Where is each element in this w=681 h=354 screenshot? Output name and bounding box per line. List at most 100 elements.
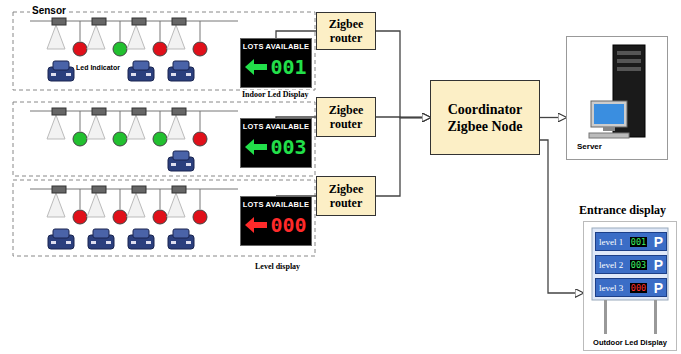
sign-board (592, 228, 668, 300)
sensor-beam (87, 193, 105, 217)
led-indicator (113, 132, 127, 146)
coord-box: Coordinator Zigbee Node (430, 80, 540, 155)
led-indicator-label: Led Indicator (76, 64, 120, 71)
led-wire (80, 189, 81, 209)
sensor-symbol (52, 186, 66, 193)
entr-box: Entrance displayOutdoor Led Displaylevel… (583, 203, 677, 351)
node-text: Zigbee router (320, 103, 372, 131)
car-roof (53, 229, 69, 238)
sensor-beam (127, 25, 145, 49)
node-text: Zigbee router (320, 17, 372, 45)
car-roof (173, 151, 189, 160)
led-indicator (73, 132, 87, 146)
sensor-beam (47, 193, 65, 217)
led-indicator (193, 210, 207, 224)
led-wire (160, 189, 161, 209)
sensor-symbol (132, 18, 146, 25)
sensor-beam (127, 193, 145, 217)
car-light (186, 73, 191, 76)
sensor-symbol (172, 108, 186, 115)
level-panel (13, 12, 315, 90)
car-light (66, 73, 71, 76)
car-light (171, 73, 176, 76)
led-wire (200, 189, 201, 209)
server-illustration (567, 37, 667, 159)
sensor-symbol (132, 186, 146, 193)
led-wire (160, 111, 161, 131)
sensor-symbol (92, 18, 106, 25)
sensor-label: Sensor (30, 5, 68, 16)
connector (376, 31, 430, 118)
lot-count: 003 (270, 135, 306, 159)
arrow-symbol (245, 139, 267, 155)
car-roof (93, 229, 109, 238)
led-wire (200, 111, 201, 131)
sensor-beam (47, 25, 65, 49)
server-label: Server (577, 142, 602, 151)
level-panel (13, 102, 315, 176)
car-light (186, 241, 191, 244)
car-light (131, 73, 136, 76)
parking-symbol: P (654, 280, 663, 296)
drive-bay (617, 67, 641, 71)
sensor-symbol (92, 108, 106, 115)
connector (540, 117, 566, 118)
sensor-symbol (172, 186, 186, 193)
display-row: 003 (245, 135, 306, 159)
entrance-heading: Entrance display (579, 203, 666, 218)
level-display-label: Level display (255, 262, 300, 271)
led-indicator (153, 210, 167, 224)
car-light (171, 163, 176, 166)
car-light (51, 73, 56, 76)
row-box: level 2003P (595, 255, 667, 274)
keyboard (589, 133, 629, 138)
sensor-symbol (172, 18, 186, 25)
monitor (591, 101, 627, 127)
level-name: level 2 (599, 260, 623, 270)
car-light (146, 73, 151, 76)
monitor-screen (594, 104, 624, 124)
indoor-display-label: Indoor Led Display (240, 90, 311, 99)
level-count: 000 (630, 283, 647, 293)
monitor-stand (603, 127, 615, 131)
display-row: 000 (245, 213, 306, 237)
level-panel (13, 180, 315, 256)
display-caption: LOTS AVAILABLE (243, 42, 309, 51)
led-wire (120, 111, 121, 131)
led-indicator (113, 42, 127, 56)
car-light (146, 241, 151, 244)
entrance-caption: Outdoor Led Display (583, 338, 677, 347)
arrow-shape (245, 217, 267, 233)
router-box: Zigbee router (316, 12, 376, 50)
led-indicator (193, 132, 207, 146)
sign-post (654, 300, 657, 334)
car-roof (53, 61, 69, 70)
led-indicator (73, 210, 87, 224)
node-text: Coordinator Zigbee Node (437, 101, 533, 135)
arrow-shape (245, 59, 267, 75)
led-indicator (193, 42, 207, 56)
led-indicator (153, 132, 167, 146)
car-light (51, 241, 56, 244)
led-wire (120, 21, 121, 41)
parking-levels (13, 12, 315, 256)
parking-symbol: P (654, 257, 663, 273)
sensor-beam (167, 193, 185, 217)
car-roof (133, 229, 149, 238)
drive-bay (617, 59, 641, 63)
row-box: level 1001P (595, 232, 667, 251)
sign-post (604, 300, 607, 334)
lot-count: 000 (270, 213, 306, 237)
sensor-beam (167, 115, 185, 139)
level-count: 001 (630, 237, 647, 247)
led-indicator (153, 42, 167, 56)
router-box: Zigbee router (316, 97, 376, 137)
sensor-beam (87, 115, 105, 139)
connector (376, 118, 430, 197)
arrow-shape (245, 139, 267, 155)
drive-bay (617, 51, 641, 55)
connector (276, 31, 316, 38)
display-caption: LOTS AVAILABLE (243, 200, 309, 209)
car-roof (173, 61, 189, 70)
